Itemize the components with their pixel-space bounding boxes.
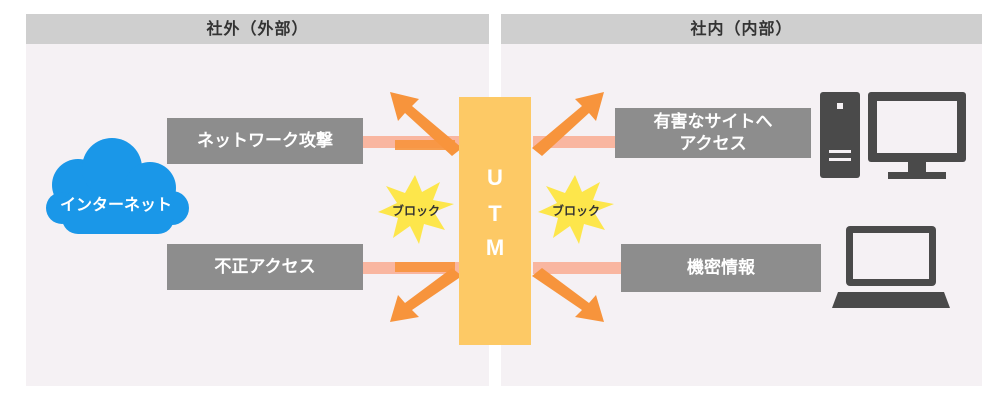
unauthorized-access-box: 不正アクセス bbox=[167, 244, 363, 290]
arrow-icon bbox=[532, 92, 604, 156]
block-label-left: ブロック bbox=[391, 204, 440, 218]
harmful-sites-box: 有害なサイトへ アクセス bbox=[615, 108, 811, 158]
utm-letter-t: T bbox=[488, 201, 502, 226]
confidential-info-box: 機密情報 bbox=[621, 244, 821, 292]
utm-block: U T M bbox=[459, 97, 531, 345]
desktop-computer-icon bbox=[820, 92, 966, 179]
starburst-icon bbox=[538, 175, 614, 244]
cloud-icon bbox=[46, 138, 189, 234]
utm-letter-u: U bbox=[487, 165, 503, 190]
outside-header: 社外（外部） bbox=[26, 14, 489, 44]
utm-letter-m: M bbox=[485, 235, 505, 260]
confidential-info-connector bbox=[533, 262, 623, 274]
block-label-right: ブロック bbox=[551, 204, 600, 218]
inside-header: 社内（内部） bbox=[501, 14, 982, 44]
cloud-label: インターネット bbox=[59, 195, 172, 214]
arrow-icon bbox=[390, 92, 462, 156]
starburst-icon bbox=[378, 175, 454, 244]
arrow-icon bbox=[532, 268, 604, 322]
laptop-icon bbox=[832, 226, 950, 308]
arrow-icon bbox=[390, 262, 462, 322]
network-attack-box: ネットワーク攻撃 bbox=[167, 118, 363, 164]
